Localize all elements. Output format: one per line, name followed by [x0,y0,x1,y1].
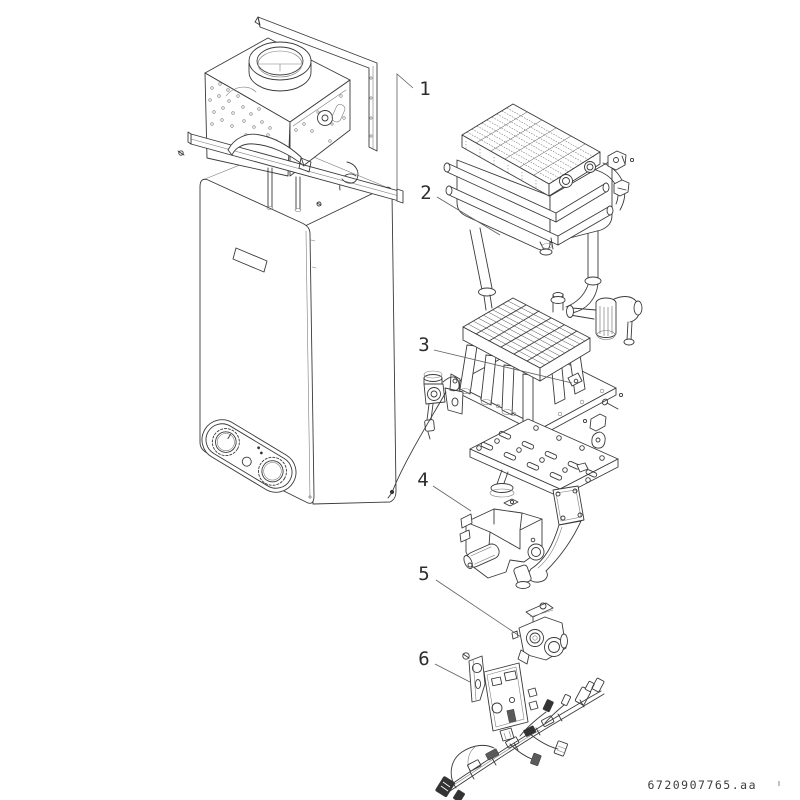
front-cover-drawing [199,145,397,505]
leader-6 [434,663,471,683]
pilot-window [241,456,252,467]
heat-exchanger-drawing [443,103,635,256]
leader-3 [433,349,573,384]
connection-pipes-drawing [469,209,643,346]
cover-label-window [232,247,268,273]
leader-1 [396,73,414,189]
control-knob-left [211,428,240,457]
control-bracket [468,655,486,703]
hanging-tag [582,413,607,449]
manifold-slots [480,430,598,481]
leader-2 [436,196,501,236]
pilot-burner-drawing [387,370,464,499]
screws [601,392,624,410]
control-knob-right [258,456,287,486]
manifold-nuts [476,425,605,483]
leader-5 [435,579,522,638]
burner-mesh [462,297,591,382]
water-venturi [595,296,643,346]
valve-body [459,498,545,589]
handle-strap [227,133,305,167]
wiring-harness [435,677,605,800]
mounting-brackets [607,150,635,197]
callout-4: 4 [417,469,428,491]
burner-drawing [449,297,624,436]
harness-connectors [435,677,605,800]
callout-5: 5 [418,563,429,585]
callout-1: 1 [419,78,430,100]
pipe-stubs [539,161,626,256]
fan-assembly-drawing [177,16,404,212]
valve-bracket-arm [528,485,585,583]
callout-2: 2 [420,182,431,204]
control-box [483,662,539,742]
funnel [489,469,515,498]
gas-valve-drawing [459,485,585,589]
callouts: 1 2 3 4 5 6 [396,73,573,683]
fan-motor [316,104,346,126]
injector-manifold-drawing [469,413,619,498]
callout-6: 6 [418,648,429,670]
drawing-number: 6720907765.aa [647,778,757,792]
bottom-rail [177,131,404,204]
electrode-wire [392,391,447,491]
fin-block [461,103,601,197]
water-valve-drawing [511,602,568,665]
control-panel [201,419,297,493]
callout-3: 3 [418,334,429,356]
scan-artifact [778,781,780,786]
flue-collar [248,41,312,92]
leader-4 [432,485,472,512]
control-unit-harness-drawing [435,652,605,800]
j-hook [341,161,359,184]
